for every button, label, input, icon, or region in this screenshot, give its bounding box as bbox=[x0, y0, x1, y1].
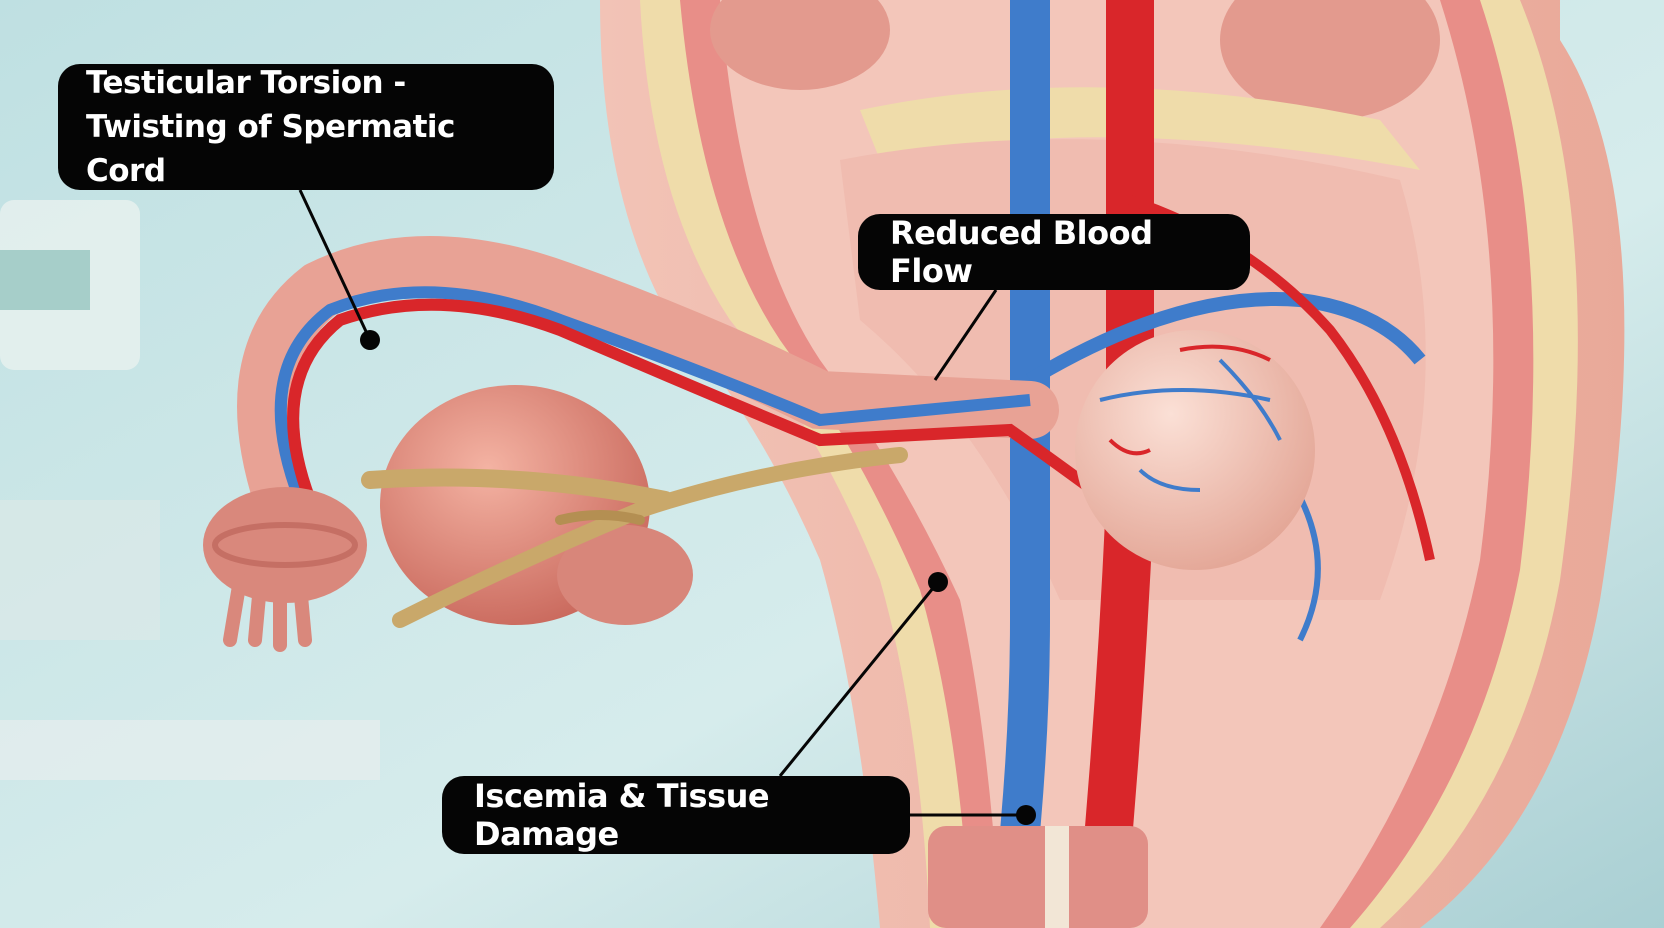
swollen-organ bbox=[1075, 330, 1315, 570]
rope-wrap-2 bbox=[392, 447, 908, 628]
leader-dot-ischemia-upper bbox=[928, 572, 948, 592]
cord-vein bbox=[274, 286, 1031, 503]
rope-wrap-1 bbox=[361, 468, 674, 509]
swollen-organ-vessels bbox=[1099, 358, 1282, 492]
cord-artery bbox=[287, 298, 1124, 515]
cabinet-blur bbox=[0, 500, 160, 640]
leader-dot-torsion bbox=[360, 330, 380, 350]
lower-sphincter bbox=[928, 826, 1148, 928]
upper-organ-right bbox=[1220, 0, 1440, 120]
ischemia-label-text: Iscemia & Tissue Damage bbox=[474, 777, 770, 853]
vein-main bbox=[990, 0, 1050, 928]
coiled-knot bbox=[203, 487, 367, 603]
upper-organ-left bbox=[710, 0, 890, 90]
coiled-knot-ring bbox=[212, 522, 358, 568]
blood-flow-label: Reduced Blood Flow bbox=[858, 214, 1250, 290]
swollen-organ-arteries bbox=[1108, 344, 1271, 456]
coiled-knot-tails bbox=[223, 573, 312, 652]
leader-line-ischemia bbox=[778, 581, 940, 777]
leader-line-torsion bbox=[298, 189, 372, 341]
vein-branch-right bbox=[1026, 292, 1426, 387]
bed-blur bbox=[0, 720, 380, 780]
torsion-label: Testicular Torsion - Twisting of Spermat… bbox=[58, 64, 554, 190]
torsion-label-line-2: Twisting of Spermatic Cord bbox=[86, 109, 455, 189]
leader-dot-ischemia-right bbox=[1016, 805, 1036, 825]
ischemia-label: Iscemia & Tissue Damage bbox=[442, 776, 910, 854]
monitor-screen-blur bbox=[0, 250, 90, 310]
cord-tube bbox=[237, 236, 1059, 549]
lower-sphincter-band bbox=[1045, 826, 1069, 928]
torsion-label-line-1: Testicular Torsion - bbox=[86, 65, 406, 101]
blood-flow-label-text: Reduced Blood Flow bbox=[890, 214, 1153, 290]
epididymis bbox=[557, 525, 693, 625]
rope-wrap-3 bbox=[555, 510, 645, 525]
leader-line-flow bbox=[933, 289, 998, 381]
